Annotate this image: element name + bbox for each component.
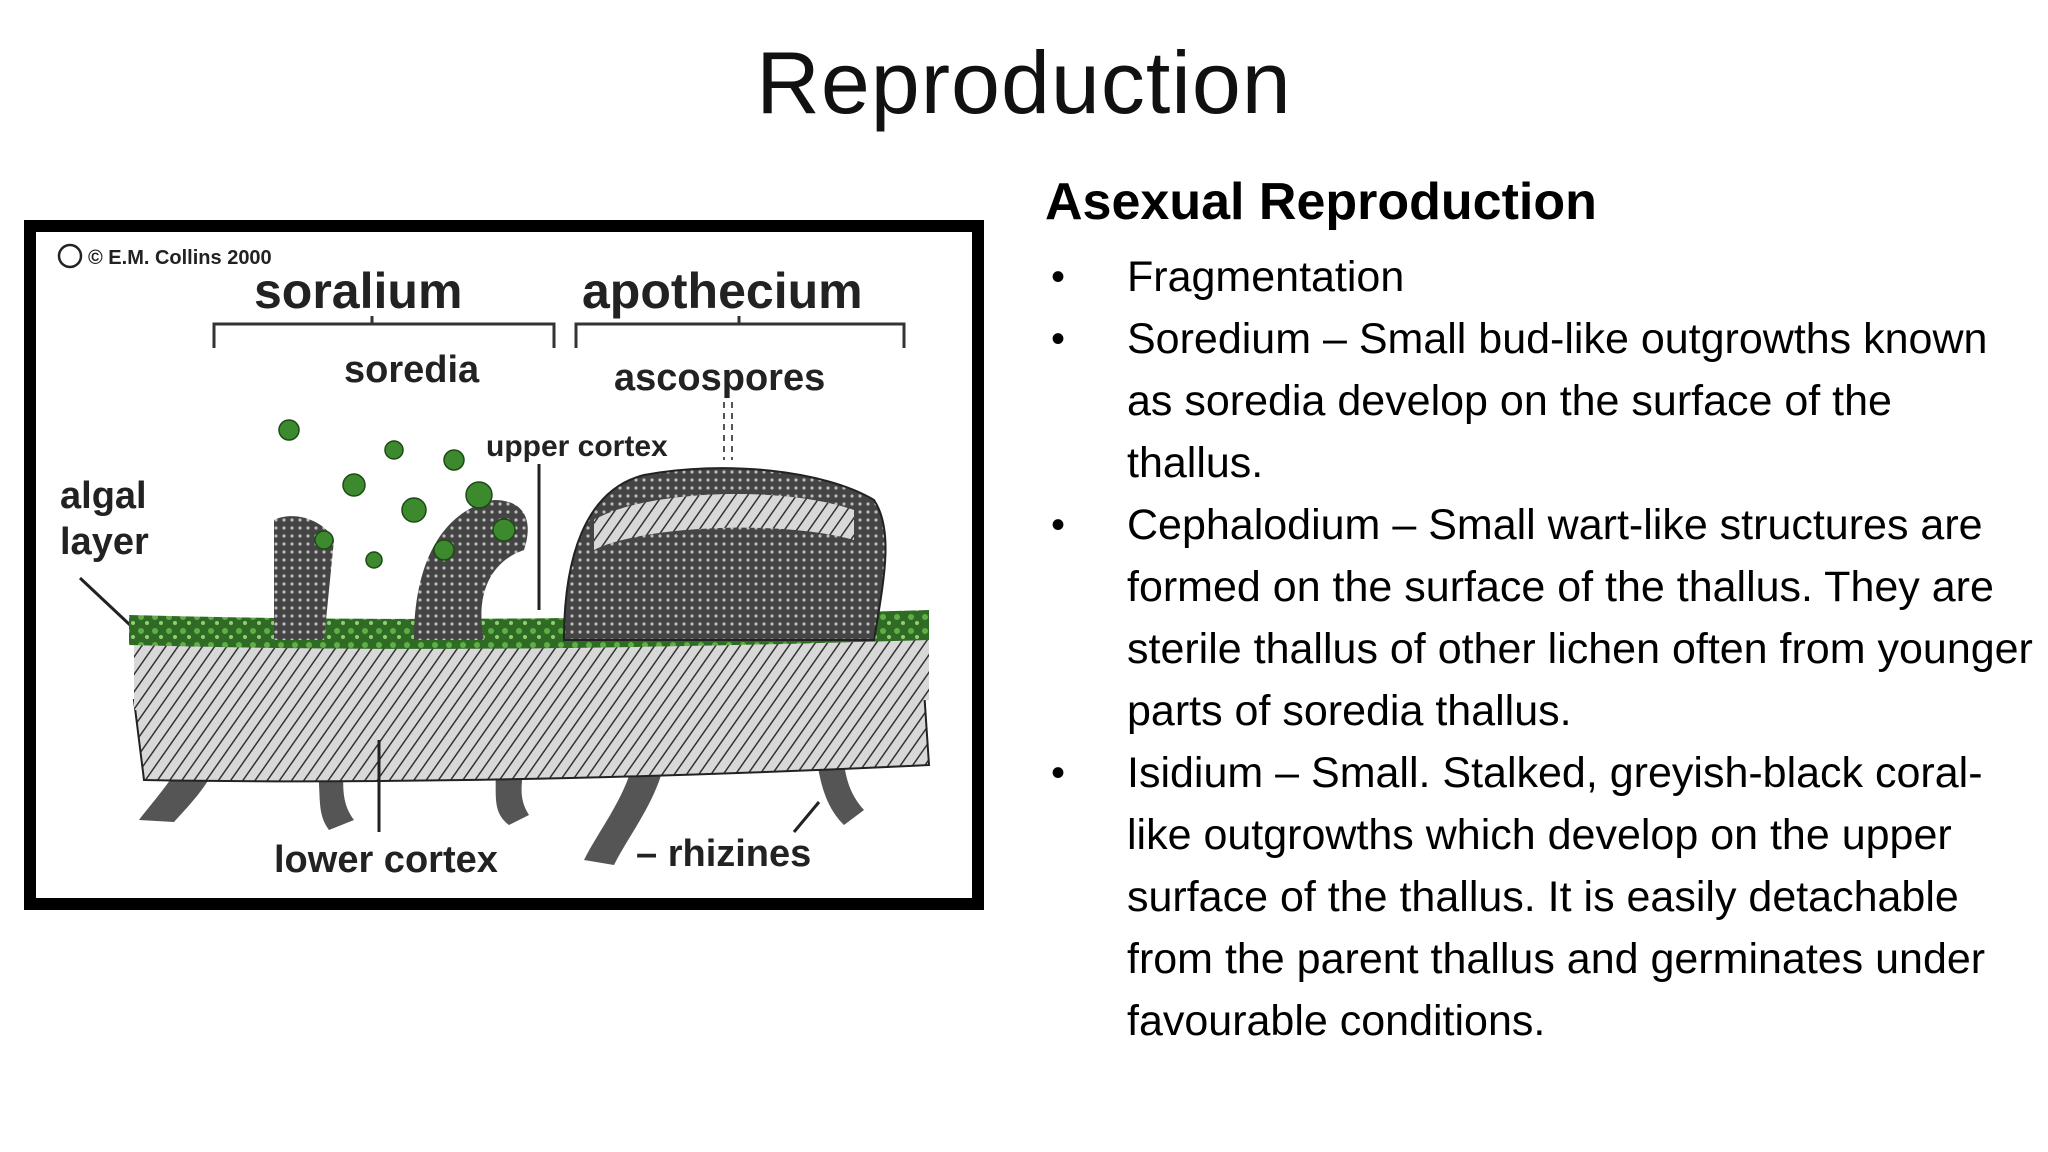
bullet-icon: • — [1051, 317, 1066, 361]
label-lower-cortex: lower cortex — [274, 839, 498, 881]
bullet-item: • Cephalodium – Small wart-like structure… — [1045, 494, 2035, 742]
label-algal: algal — [60, 475, 147, 517]
rhizines-pointer — [792, 801, 821, 833]
label-soredia: soredia — [344, 349, 480, 391]
content-panel: Asexual Reproduction • Fragmentation • Sor… — [1045, 168, 2035, 1052]
apothecium-hymenium — [594, 493, 854, 550]
bullet-text: Soredium – Small bud-like outgrowths kno… — [1127, 315, 1988, 487]
soralium-bracket — [212, 316, 556, 348]
bullet-text: Fragmentation — [1127, 253, 1405, 301]
bullet-text: Cephalodium – Small wart-like structures… — [1127, 501, 2033, 735]
copyright-text: © E.M. Collins 2000 — [88, 247, 272, 269]
label-upper-cortex: upper cortex — [486, 430, 668, 463]
bullet-item: • Fragmentation — [1045, 246, 2035, 308]
bullet-text: Isidium – Small. Stalked, greyish-black … — [1127, 749, 1986, 1045]
bullet-icon: • — [1051, 751, 1066, 795]
slide-title: Reproduction — [756, 33, 1292, 132]
apothecium-bracket — [574, 316, 906, 348]
ascospores-pointer — [723, 402, 733, 460]
apothecium-cup — [562, 467, 887, 641]
bullet-item: • Soredium – Small bud-like outgrowths kn… — [1045, 308, 2035, 494]
bullet-icon: • — [1051, 503, 1066, 547]
soredia-granules — [278, 419, 516, 569]
lichen-diagram-svg: © E.M. Collins 2000 soralium apothecium … — [36, 232, 972, 898]
rhizine-4 — [584, 760, 664, 865]
bullet-icon: • — [1051, 255, 1066, 299]
label-soralium: soralium — [254, 263, 462, 319]
lichen-diagram: © E.M. Collins 2000 soralium apothecium … — [24, 220, 984, 910]
bullet-item: • Isidium – Small. Stalked, greyish-black… — [1045, 742, 2035, 1052]
label-apothecium: apothecium — [582, 263, 863, 319]
label-rhizines: – rhizines — [636, 833, 811, 875]
label-layer: layer — [60, 521, 149, 563]
thallus-lower-cortex — [132, 688, 931, 783]
copyright-icon — [57, 243, 83, 269]
label-ascospores: ascospores — [614, 357, 825, 399]
bullet-list: • Fragmentation • Soredium – Small bud-lik… — [1045, 246, 2035, 1052]
section-heading: Asexual Reproduction — [1045, 173, 1597, 231]
